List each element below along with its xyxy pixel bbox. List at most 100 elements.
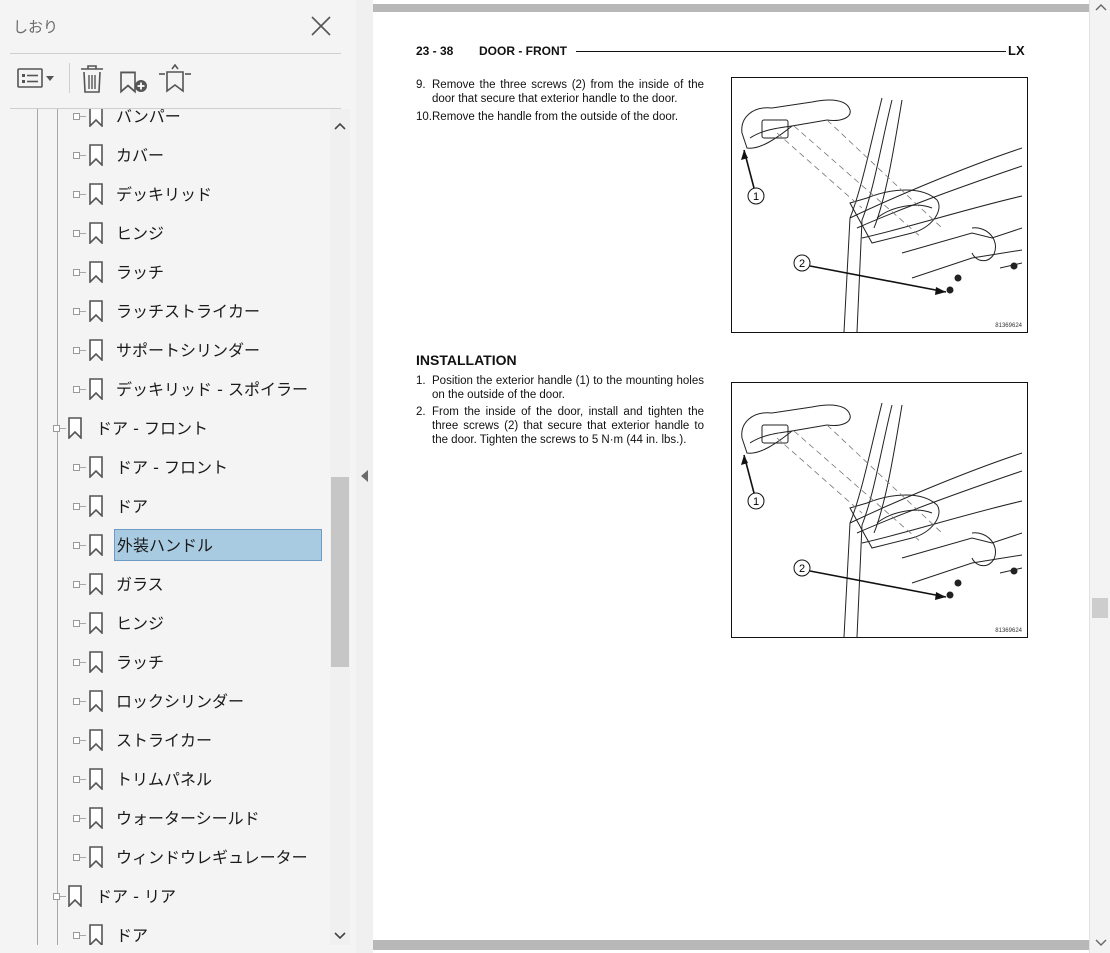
bookmark-icon: [89, 144, 103, 166]
collapse-panel-icon[interactable]: [361, 470, 368, 482]
step-number: 10.: [416, 111, 432, 123]
bookmark-icon: [89, 729, 103, 751]
bookmark-item[interactable]: ラッチストライカー: [0, 295, 300, 329]
bookmark-item[interactable]: ロックシリンダー: [0, 685, 300, 719]
tree-connector: [80, 545, 86, 546]
bookmark-label: ガラス: [116, 575, 164, 594]
expand-bookmark-icon[interactable]: [158, 64, 192, 94]
figure-id: 81369624: [995, 323, 1022, 329]
bookmark-label: ラッチ: [116, 263, 165, 282]
bookmark-item[interactable]: ヒンジ: [0, 217, 300, 251]
tree-toggle[interactable]: [73, 776, 80, 783]
bookmark-item[interactable]: バンパー: [0, 109, 300, 134]
bookmark-item[interactable]: ガラス: [0, 568, 300, 602]
bookmark-item[interactable]: トリムパネル: [0, 763, 300, 797]
new-bookmark-icon[interactable]: [118, 64, 150, 94]
bookmark-item[interactable]: ストライカー: [0, 724, 300, 758]
tree-toggle[interactable]: [73, 464, 80, 471]
bookmark-item[interactable]: デッキリッド - スポイラー: [0, 373, 308, 407]
bookmark-item[interactable]: ラッチ: [0, 646, 300, 680]
bookmark-item[interactable]: ウィンドウレギュレーター: [0, 841, 308, 875]
scrollbar-thumb[interactable]: [331, 477, 349, 667]
model-code: LX: [1008, 43, 1025, 58]
scroll-down-icon[interactable]: [1094, 938, 1108, 948]
bookmark-item[interactable]: ラッチ: [0, 256, 300, 290]
bookmark-item[interactable]: デッキリッド: [0, 178, 300, 212]
bookmark-label: ドア: [116, 497, 149, 516]
tree-toggle[interactable]: [73, 620, 80, 627]
tree-connector: [80, 389, 86, 390]
door-handle-diagram: 1 2: [741, 97, 1023, 333]
bookmark-label: ラッチ: [116, 653, 165, 672]
callout-1: 1: [753, 191, 759, 203]
bookmark-label: トリムパネル: [116, 770, 213, 789]
tree-toggle[interactable]: [53, 893, 60, 900]
panel-title: しおり: [13, 18, 59, 36]
chevron-up-icon[interactable]: [330, 117, 350, 137]
bookmark-item[interactable]: ドア: [0, 490, 300, 524]
installation-figure: 1 2 81369624: [731, 382, 1028, 638]
bookmark-item[interactable]: カバー: [0, 139, 300, 173]
bookmark-icon: [89, 690, 103, 712]
step-text: Position the exterior handle (1) to the …: [432, 375, 704, 401]
tree-toggle[interactable]: [73, 113, 80, 120]
tree-toggle[interactable]: [73, 152, 80, 159]
step-text: Remove the handle from the outside of th…: [432, 111, 679, 123]
install-step-1: 1. Position the exterior handle (1) to t…: [416, 374, 704, 402]
bookmark-item[interactable]: ウォーターシールド: [0, 802, 300, 836]
bookmark-item[interactable]: ドア - フロント: [0, 412, 300, 446]
bookmark-label: ドア: [116, 926, 149, 945]
trash-icon[interactable]: [78, 64, 106, 94]
bookmark-icon: [89, 339, 103, 361]
tree-toggle[interactable]: [73, 347, 80, 354]
scrollbar-thumb[interactable]: [1092, 598, 1108, 618]
tree-connector: [80, 467, 86, 468]
tree-guide-line: [57, 109, 58, 945]
tree-toggle[interactable]: [73, 737, 80, 744]
bookmark-label: サポートシリンダー: [116, 341, 261, 360]
close-icon[interactable]: [309, 14, 333, 38]
figure-id: 81369624: [995, 628, 1022, 634]
bookmark-item[interactable]: ドア - リア: [0, 880, 300, 914]
document-scrollbar[interactable]: [1089, 0, 1110, 953]
bookmarks-scrollbar[interactable]: [330, 109, 350, 945]
tree-toggle[interactable]: [73, 503, 80, 510]
bookmark-label: ドア - フロント: [96, 419, 208, 438]
tree-toggle[interactable]: [73, 269, 80, 276]
bookmark-icon: [89, 109, 103, 127]
panel-splitter[interactable]: [356, 0, 373, 953]
tree-connector: [80, 350, 86, 351]
bookmark-item-selected[interactable]: 外装ハンドル: [0, 529, 322, 563]
bookmark-icon: [89, 378, 103, 400]
tree-connector: [80, 272, 86, 273]
bookmark-label: バンパー: [116, 109, 181, 126]
bookmark-icon: [89, 612, 103, 634]
tree-connector: [80, 194, 86, 195]
tree-toggle[interactable]: [73, 308, 80, 315]
bookmarks-panel: しおり バンパーカバーデッキリッドヒンジラッチラッチストライカーサポートシリンダ…: [0, 0, 356, 953]
scroll-up-icon[interactable]: [1094, 2, 1108, 12]
tree-toggle[interactable]: [73, 854, 80, 861]
tree-toggle[interactable]: [73, 698, 80, 705]
bookmark-icon: [89, 846, 103, 868]
tree-toggle[interactable]: [73, 581, 80, 588]
bookmark-item[interactable]: ドア: [0, 919, 300, 945]
chevron-down-icon[interactable]: [330, 925, 350, 945]
tree-toggle[interactable]: [73, 815, 80, 822]
tree-toggle[interactable]: [73, 659, 80, 666]
bookmark-icon: [68, 417, 82, 439]
tree-toggle[interactable]: [73, 386, 80, 393]
tree-toggle[interactable]: [53, 425, 60, 432]
tree-connector: [80, 623, 86, 624]
list-options-icon[interactable]: [16, 64, 56, 94]
step-text: Remove the three screws (2) from the ins…: [432, 79, 704, 105]
tree-toggle[interactable]: [73, 230, 80, 237]
tree-toggle[interactable]: [73, 191, 80, 198]
bookmark-icon: [68, 885, 82, 907]
bookmark-item[interactable]: ドア - フロント: [0, 451, 300, 485]
bookmark-item[interactable]: サポートシリンダー: [0, 334, 300, 368]
tree-connector: [80, 857, 86, 858]
tree-toggle[interactable]: [73, 932, 80, 939]
tree-toggle[interactable]: [73, 542, 80, 549]
bookmark-item[interactable]: ヒンジ: [0, 607, 300, 641]
